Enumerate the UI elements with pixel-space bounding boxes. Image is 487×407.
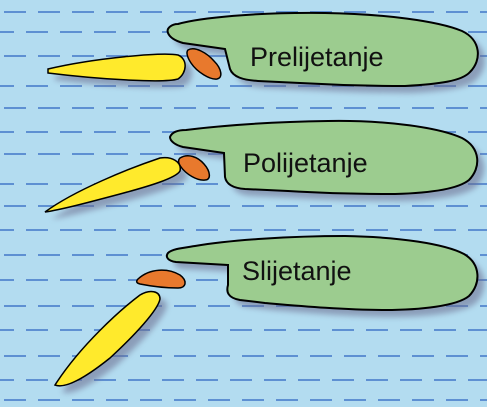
takeoff-flap bbox=[44, 156, 181, 213]
wing-config-cruise: Prelijetanje bbox=[47, 11, 485, 93]
wing-config-takeoff: Polijetanje bbox=[44, 119, 485, 219]
cruise-flap bbox=[47, 53, 186, 82]
takeoff-main-wing bbox=[168, 119, 479, 196]
label-landing: Slijetanje bbox=[242, 256, 352, 286]
label-takeoff: Polijetanje bbox=[243, 148, 368, 178]
wing-config-landing: Slijetanje bbox=[53, 234, 485, 393]
label-cruise: Prelijetanje bbox=[250, 42, 384, 72]
cruise-main-wing bbox=[166, 11, 479, 88]
landing-main-wing bbox=[165, 234, 479, 312]
landing-leading-edge-slat bbox=[135, 269, 186, 289]
landing-flap bbox=[53, 290, 161, 387]
cruise-leading-edge-slat bbox=[186, 48, 222, 80]
